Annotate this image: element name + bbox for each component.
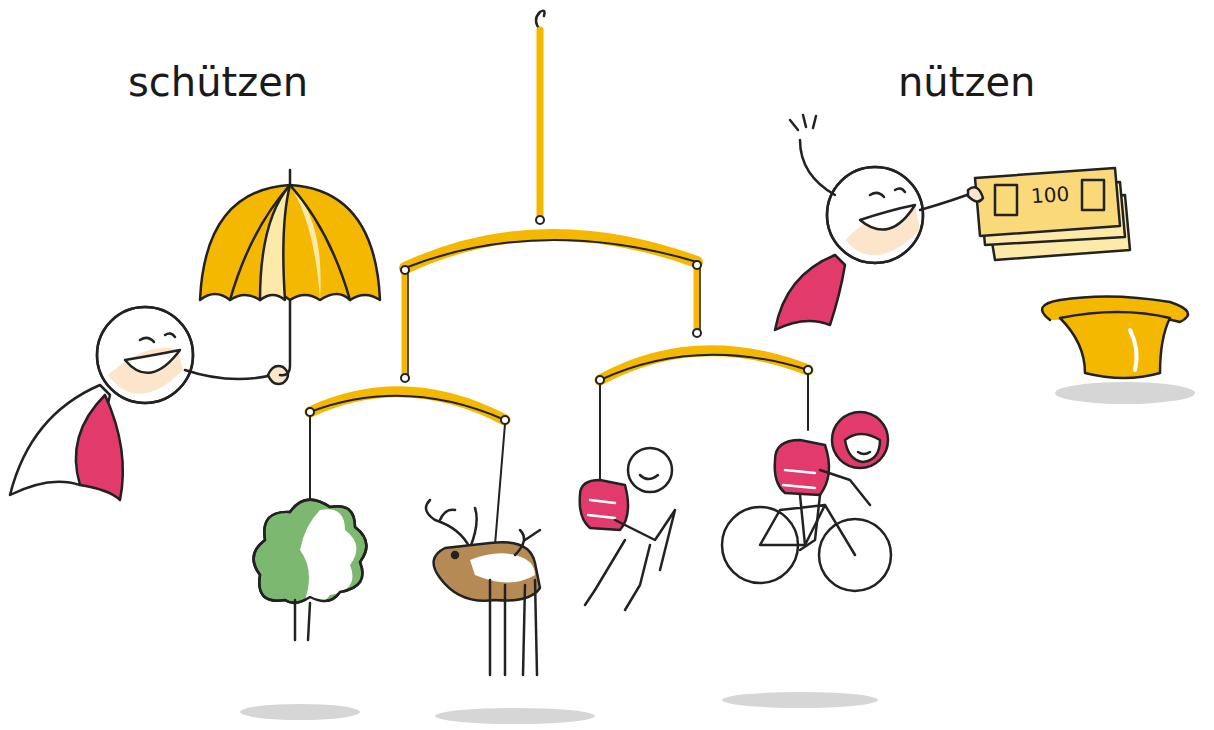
banknotes xyxy=(968,168,1130,260)
heading-label: nützen xyxy=(898,62,1035,102)
hiker xyxy=(580,448,675,610)
protector-figure xyxy=(10,307,288,500)
user-figure xyxy=(775,115,980,330)
banknote-value: 100 xyxy=(1030,184,1069,207)
heading-label: schützen xyxy=(128,62,308,102)
tree xyxy=(254,500,367,640)
cyclist xyxy=(722,412,891,591)
umbrella xyxy=(200,170,380,375)
top-hat xyxy=(1042,296,1188,378)
mobile xyxy=(306,11,812,545)
shadows xyxy=(240,382,1195,724)
deer xyxy=(426,500,540,675)
